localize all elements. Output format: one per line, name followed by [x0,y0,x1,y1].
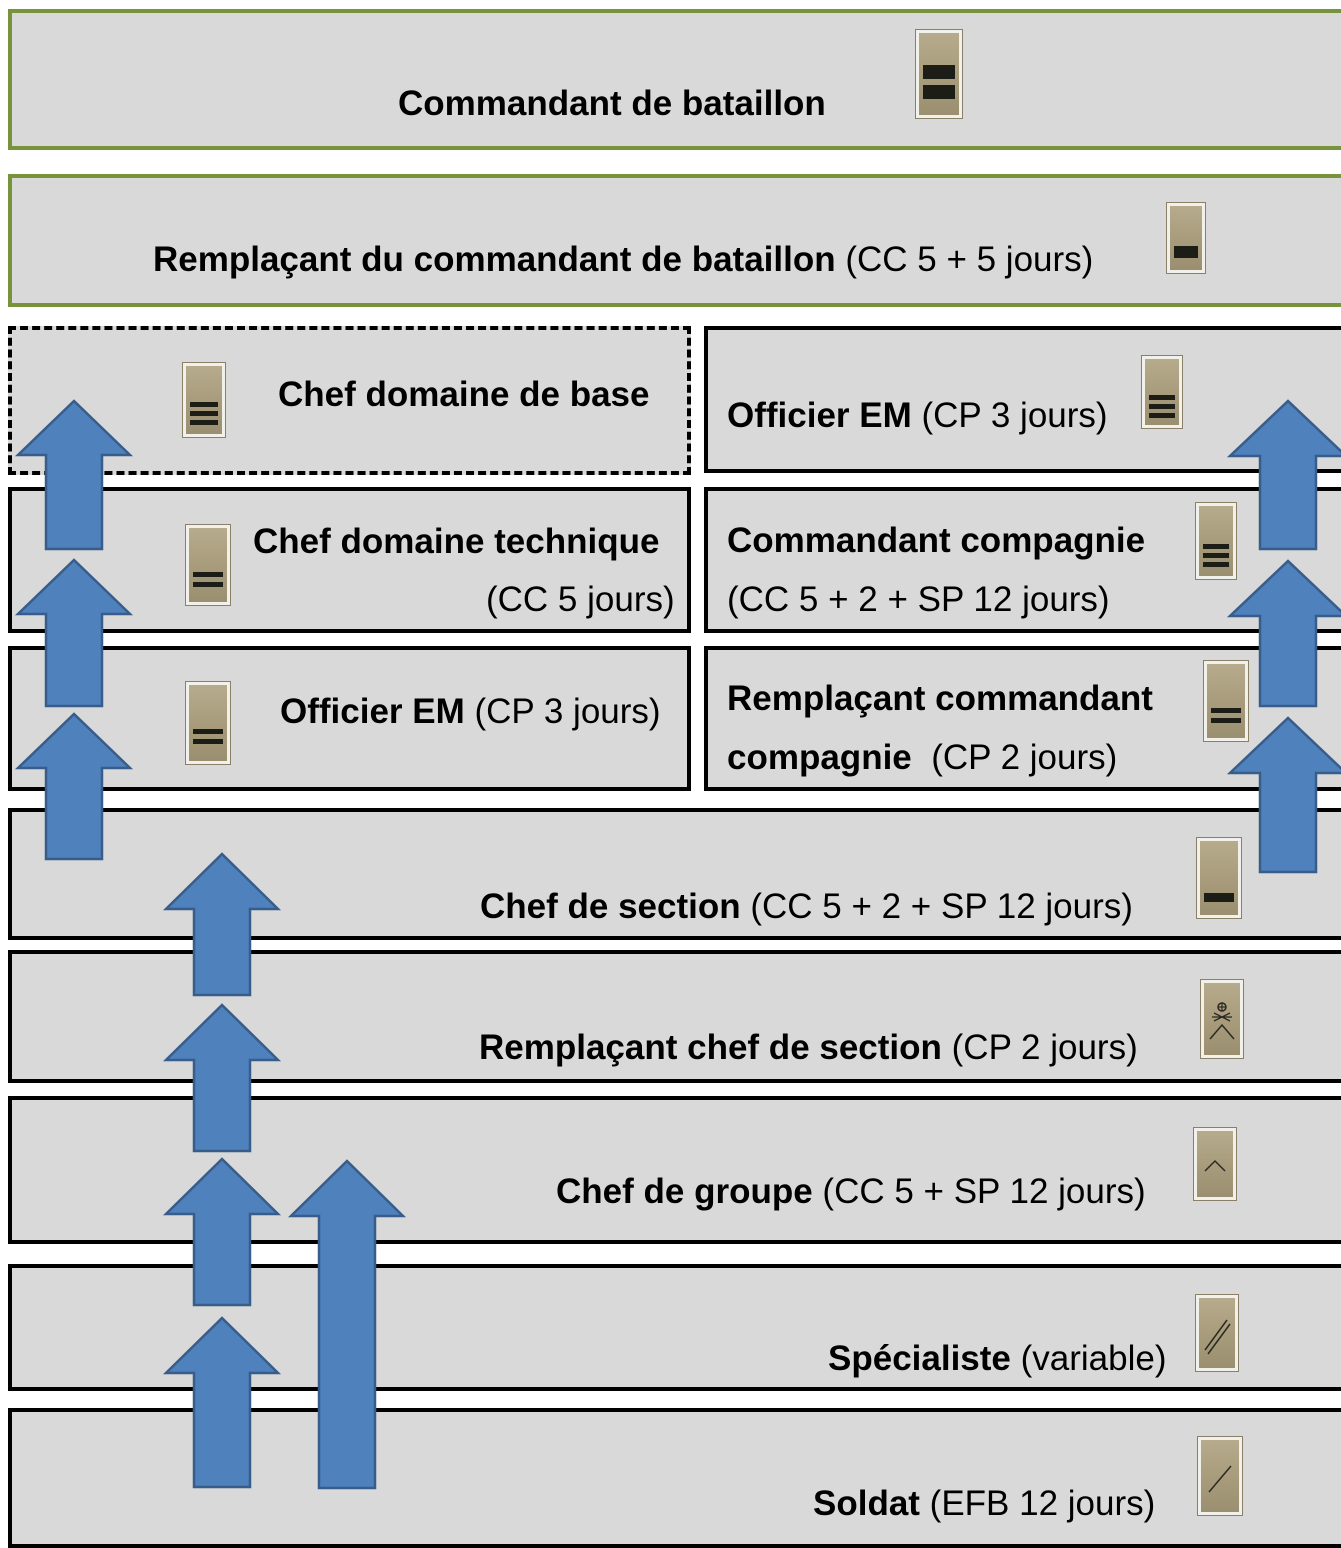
detail-commandant-compagnie: (CC 5 + 2 + SP 12 jours) [727,580,1110,619]
double-stripe-rank-icon [1196,1295,1238,1371]
label-remplacant-chef-de-section: Remplaçant chef de section (CP 2 jours) [479,1028,1138,1067]
up-arrow-right-bottom [1226,716,1341,874]
single-stripe-rank-icon [1198,1437,1242,1515]
label-officier-em-right: Officier EM (CP 3 jours) [727,396,1108,435]
label-specialiste: Spécialiste (variable) [828,1339,1167,1378]
up-arrow-center-4 [162,1316,282,1489]
two-bar-rank-icon [186,525,230,605]
up-arrow-left-mid [14,558,134,708]
label-chef-de-groupe: Chef de groupe (CC 5 + SP 12 jours) [556,1172,1146,1211]
detail-chef-domaine-technique: (CC 5 jours) [486,580,675,619]
two-bar-rank-icon [916,30,962,118]
label-officier-em-left: Officier EM (CP 3 jours) [280,692,661,731]
up-arrow-long [287,1159,407,1490]
label-chef-domaine-de-base: Chef domaine de base [278,375,650,414]
up-arrow-center-3 [162,1157,282,1307]
label-chef-de-section: Chef de section (CC 5 + 2 + SP 12 jours) [480,887,1133,926]
box-chef-domaine-technique [8,487,691,633]
label-remplacant-commandant-bataillon: Remplaçant du commandant de bataillon (C… [153,240,1094,279]
two-bar-rank-icon [186,682,230,764]
label-commandant-compagnie: Commandant compagnie [727,521,1146,560]
adjudant-rank-icon [1201,980,1243,1058]
up-arrow-right-mid [1226,559,1341,708]
label-remplacant-commandant-compagnie: Remplaçant commandant [727,679,1153,718]
box-remplacant-commandant-bataillon [8,174,1341,307]
up-arrow-right-top [1226,399,1341,551]
box-commandant-bataillon [8,9,1341,150]
three-bar-rank-icon [1196,503,1236,579]
up-arrow-left-bottom [14,712,134,861]
box-officier-em-right-top [704,326,1341,473]
label-soldat: Soldat (EFB 12 jours) [813,1484,1156,1523]
one-bar-rank-icon [1167,203,1205,273]
up-arrow-left-top [14,399,134,551]
chevron-rank-icon [1194,1128,1236,1200]
two-bar-rank-icon [1204,661,1248,741]
label-commandant-bataillon: Commandant de bataillon [398,84,826,123]
three-bar-rank-icon [183,363,225,437]
up-arrow-center-1 [162,852,282,997]
label-remplacant-commandant-compagnie-2: compagnie (CP 2 jours) [727,738,1118,777]
three-bar-rank-icon [1142,356,1182,428]
label-chef-domaine-technique: Chef domaine technique [253,522,660,561]
one-bar-rank-icon [1197,838,1241,918]
up-arrow-center-2 [162,1003,282,1153]
